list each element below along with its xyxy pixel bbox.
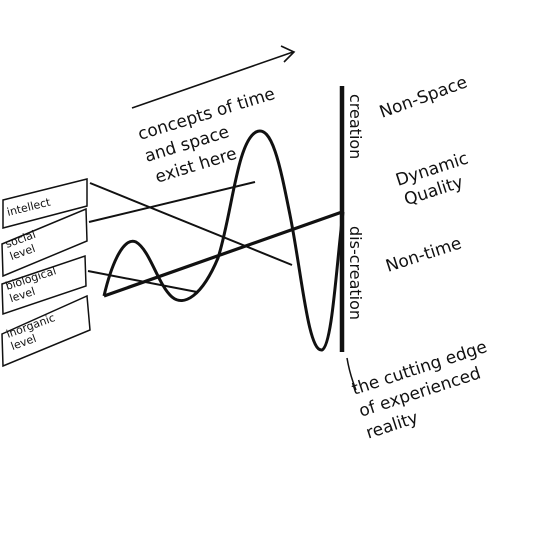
level-pointer-lines bbox=[87, 181, 293, 293]
non-time-label-group: Non-time bbox=[383, 233, 464, 276]
intellect-pointer-line bbox=[89, 182, 293, 266]
non-space-label-group: Non-Space bbox=[377, 72, 470, 122]
dynamic-quality-label-group: Dynamic Quality bbox=[393, 149, 470, 211]
social-box-frame bbox=[1, 207, 88, 278]
social-box: social level bbox=[1, 207, 88, 278]
time-space-arrow bbox=[131, 45, 296, 109]
creation-label-group: creation bbox=[346, 94, 365, 159]
cutting-edge-caption: the cutting edge of experienced reality bbox=[349, 337, 489, 443]
discreation-label-group: dis-creation bbox=[346, 226, 365, 320]
non-space-label: Non-Space bbox=[377, 72, 470, 122]
cutting-edge-leader bbox=[346, 357, 357, 391]
intellect-box-frame bbox=[2, 178, 88, 229]
arrow-shaft bbox=[131, 51, 294, 109]
inorganic-box-frame bbox=[1, 294, 91, 368]
biological-box-frame bbox=[1, 254, 87, 316]
social-pointer-line bbox=[88, 181, 256, 223]
experience-wave bbox=[102, 129, 345, 352]
evolution-baseline bbox=[103, 210, 343, 298]
non-time-label: Non-time bbox=[383, 233, 464, 276]
creation-label: creation bbox=[346, 94, 365, 159]
intellect-box: intellect bbox=[2, 178, 88, 229]
level-boxes: intellect social level biological level bbox=[1, 178, 91, 368]
arrow-head bbox=[280, 45, 296, 63]
discreation-label: dis-creation bbox=[346, 226, 365, 320]
